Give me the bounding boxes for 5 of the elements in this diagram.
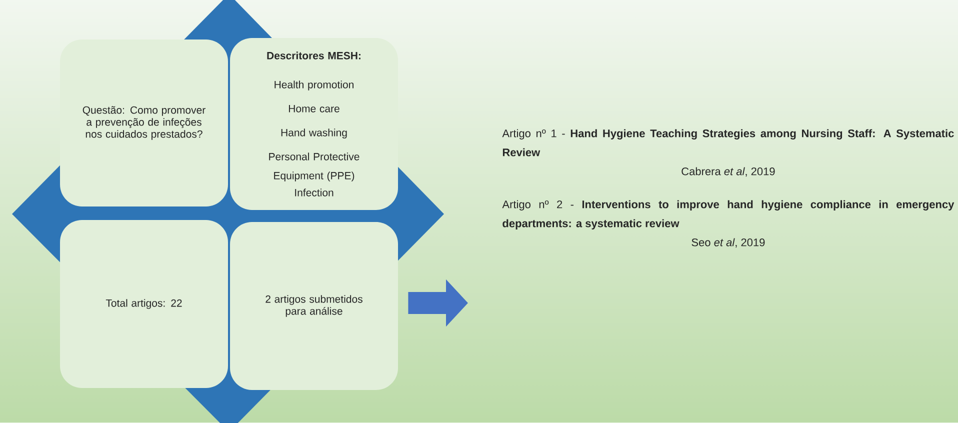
question-box: Questão: Como promover a prevenção de infeções nos cuidados prestados? [60,40,228,206]
article-list: Artigo nº 1 - Hand Hygiene Teaching Strategies among Nursing Staff: A Systematic Review Cabrera et al, 2019 Artigo nº 2 - Interventions to improve hand hygiene compliance in emergency departments: a systematic review Seo et al, 2019 [502,129,954,248]
descriptor-box: Descritores MESH: Health promotion Home care Hand washing Personal Protective Equipment (PPE) Infection [230,38,398,210]
selection-box: 2 artigos submetidos para análise [230,222,398,390]
total-box: Total artigos: 22 [60,220,228,388]
